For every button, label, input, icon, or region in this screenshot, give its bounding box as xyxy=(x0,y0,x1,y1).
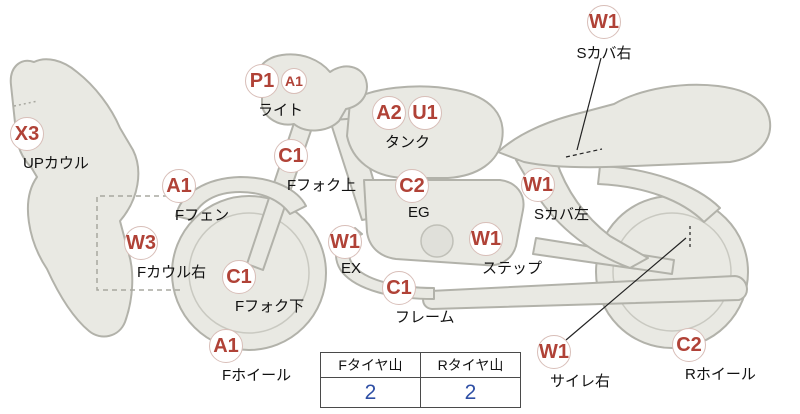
leader-line-scover-right xyxy=(576,57,602,151)
rear-tire-tread-value: 2 xyxy=(420,377,521,408)
seat-tail xyxy=(497,83,772,169)
condition-badge: C2 xyxy=(672,328,706,362)
marker-silencer-right: W1 サイレ右 xyxy=(537,335,610,391)
tire-tread-header-row: Fタイヤ山 Rタイヤ山 xyxy=(320,352,521,378)
condition-badge: W1 xyxy=(521,168,555,202)
condition-badge: W1 xyxy=(587,5,621,39)
front-cowl xyxy=(9,58,140,338)
cowl-top-line xyxy=(13,100,39,107)
leader-line-silencer-right xyxy=(565,237,687,341)
part-label: タンク xyxy=(385,134,431,151)
condition-badge: C1 xyxy=(382,271,416,305)
part-label: Rホイール xyxy=(685,366,756,383)
front-wheel-rim xyxy=(188,212,310,334)
part-label: Sカバ左 xyxy=(534,206,590,223)
marker-fcowl-right: W3 Fカウル右 xyxy=(124,226,206,282)
marker-tank: A2 U1 タンク xyxy=(372,96,442,152)
marker-step: W1 ステップ xyxy=(469,222,542,278)
rear-wheel-rim xyxy=(612,212,732,332)
part-label: Sカバ右 xyxy=(576,45,632,62)
condition-badge: A1 xyxy=(162,169,196,203)
rear-fender xyxy=(597,165,721,223)
condition-badge: P1 xyxy=(245,64,279,98)
condition-badge: C2 xyxy=(395,169,429,203)
part-label: サイレ右 xyxy=(550,373,611,390)
marker-ffender: A1 Fフェン xyxy=(162,169,229,225)
condition-badge: A1 xyxy=(209,329,243,363)
marker-rwheel: C2 Rホイール xyxy=(672,328,756,384)
condition-badge: W1 xyxy=(469,222,503,256)
marker-frame: C1 フレーム xyxy=(382,271,455,327)
marker-engine: C2 EG xyxy=(395,169,430,221)
condition-badge-secondary: A1 xyxy=(281,68,307,94)
part-label: Fホイール xyxy=(222,367,292,384)
cowl-panel-lines xyxy=(96,195,180,291)
part-label: EX xyxy=(341,260,362,277)
part-label: Fフォク下 xyxy=(235,298,305,315)
front-tire-tread-value: 2 xyxy=(320,377,421,408)
marker-ffork-upper: C1 Fフォク上 xyxy=(274,139,356,195)
part-label: UPカウル xyxy=(23,155,89,172)
badge-group: P1 A1 xyxy=(245,64,307,98)
part-label: Fカウル右 xyxy=(137,264,207,281)
marker-scover-left: W1 Sカバ左 xyxy=(521,168,589,224)
badge-group: A2 U1 xyxy=(372,96,442,130)
condition-badge: W1 xyxy=(328,225,362,259)
part-label: Fフェン xyxy=(175,207,230,224)
front-fender xyxy=(175,176,307,221)
condition-badge: A2 xyxy=(372,96,406,130)
front-tire-header: Fタイヤ山 xyxy=(320,352,421,378)
part-label: EG xyxy=(408,204,430,221)
leader-dash-scover-right xyxy=(565,148,603,158)
tire-tread-value-row: 2 2 xyxy=(320,377,521,408)
marker-exhaust: W1 EX xyxy=(328,225,362,277)
marker-fwheel: A1 Fホイール xyxy=(209,329,291,385)
marker-ffork-lower: C1 Fフォク下 xyxy=(222,260,304,316)
part-label: ライト xyxy=(258,102,304,119)
part-label: ステップ xyxy=(482,260,543,277)
condition-badge-secondary: U1 xyxy=(408,96,442,130)
condition-badge: C1 xyxy=(222,260,256,294)
marker-light: P1 A1 ライト xyxy=(245,64,307,120)
condition-badge: W3 xyxy=(124,226,158,260)
marker-up-cowl: X3 UPカウル xyxy=(10,117,89,173)
part-label: フレーム xyxy=(395,309,455,326)
tire-tread-table: Fタイヤ山 Rタイヤ山 2 2 xyxy=(320,352,521,408)
condition-badge: C1 xyxy=(274,139,308,173)
rear-tire-header: Rタイヤ山 xyxy=(420,352,521,378)
condition-badge: W1 xyxy=(537,335,571,369)
condition-badge: X3 xyxy=(10,117,44,151)
engine-case-detail xyxy=(420,224,454,258)
part-label: Fフォク上 xyxy=(287,177,357,194)
marker-scover-right: W1 Sカバ右 xyxy=(576,5,632,62)
